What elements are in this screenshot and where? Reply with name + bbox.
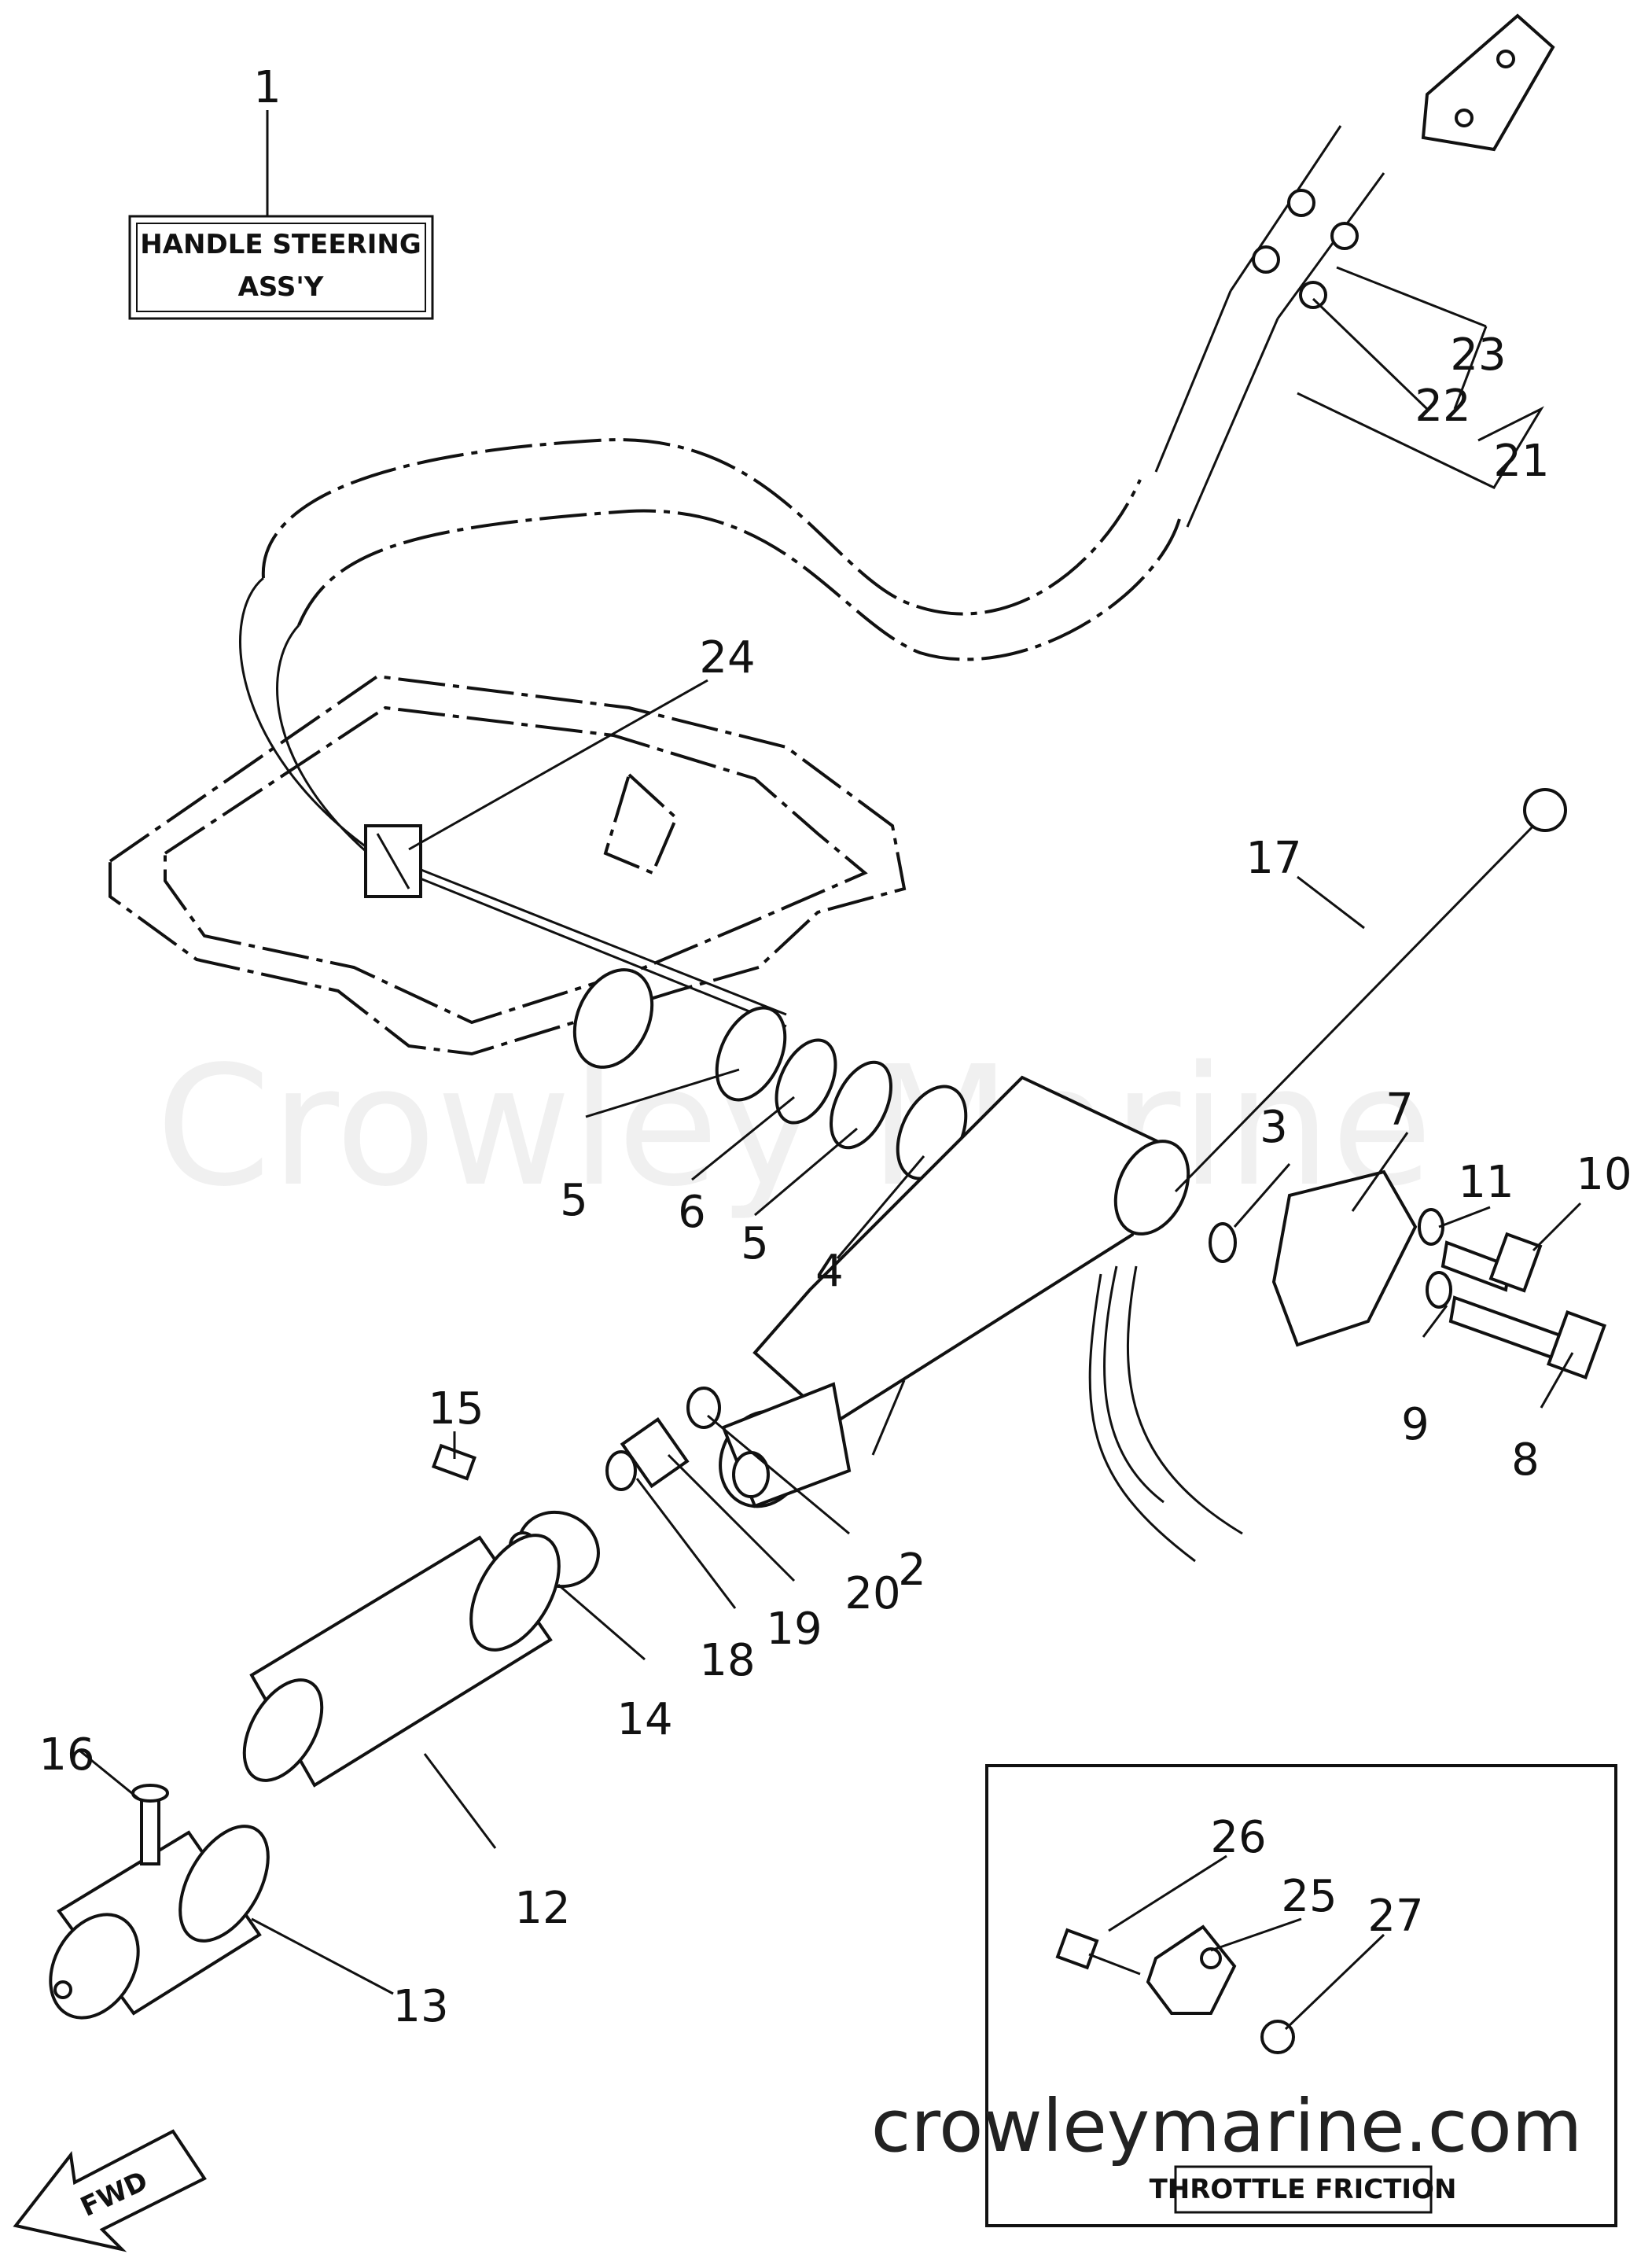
callout-5a: 5	[560, 1175, 588, 1226]
callout-11: 11	[1458, 1157, 1514, 1208]
callout-22: 22	[1415, 381, 1470, 432]
callout-2: 2	[898, 1545, 926, 1596]
callout-9: 9	[1401, 1399, 1429, 1450]
callout-7: 7	[1385, 1085, 1414, 1136]
callout-24: 24	[699, 632, 755, 683]
inset-caption: THROTTLE FRICTION	[1150, 2174, 1457, 2205]
title-box-line1: HANDLE STEERING	[140, 229, 421, 260]
callout-4: 4	[815, 1246, 844, 1297]
cover-and-bolts	[1209, 1169, 1607, 1380]
callouts: 1 2 3 4 5 5 6 7 8 9 10 11 12 13 14 15 16…	[39, 62, 1632, 2032]
engine-outline	[109, 674, 907, 1056]
leader-lines	[78, 266, 1582, 1995]
callout-15: 15	[428, 1383, 484, 1435]
callout-18: 18	[699, 1635, 755, 1686]
throttle-grip	[49, 1534, 561, 2020]
steering-handle	[719, 1075, 1243, 1563]
callout-14: 14	[616, 1694, 672, 1745]
callout-10: 10	[1576, 1149, 1632, 1200]
pivot-bolt	[1174, 788, 1567, 1193]
callout-20: 20	[844, 1568, 900, 1619]
throttle-friction-inset: THROTTLE FRICTION	[985, 1764, 1617, 2227]
title-box: HANDLE STEERING ASS'Y	[128, 110, 434, 320]
callout-16: 16	[39, 1729, 94, 1781]
callout-23: 23	[1450, 330, 1506, 381]
callout-12: 12	[514, 1883, 570, 1934]
callout-26: 26	[1210, 1812, 1266, 1863]
callout-8: 8	[1511, 1435, 1540, 1486]
throttle-cables	[239, 13, 1555, 1028]
callout-19: 19	[766, 1604, 822, 1655]
callout-5b: 5	[741, 1218, 769, 1269]
callout-3: 3	[1260, 1102, 1288, 1153]
callout-21: 21	[1493, 436, 1549, 487]
cable-holder	[364, 824, 422, 898]
callout-25: 25	[1281, 1871, 1337, 1922]
title-box-line2: ASS'Y	[238, 271, 324, 303]
site-url: crowleymarine.com	[871, 2084, 1583, 2168]
callout-17: 17	[1245, 833, 1301, 884]
fwd-arrow: FWD	[13, 2129, 207, 2252]
callout-27: 27	[1367, 1891, 1423, 1942]
callout-6: 6	[678, 1187, 706, 1238]
callout-1: 1	[253, 62, 281, 113]
callout-13: 13	[392, 1981, 448, 2032]
